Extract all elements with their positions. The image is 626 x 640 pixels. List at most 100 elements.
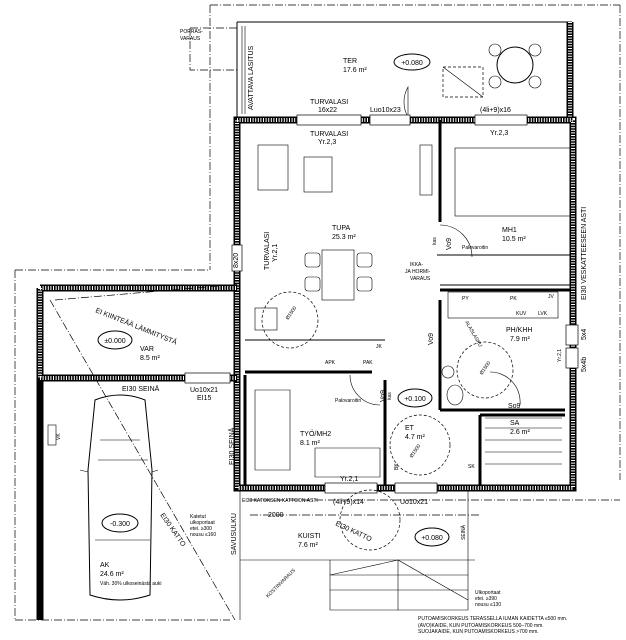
- window-yr-mh1: Yr.2,3: [490, 130, 508, 137]
- porch: [239, 490, 475, 620]
- avattava-label: AVATTAVA LASITUS: [248, 45, 255, 110]
- lvk-label: LVK: [538, 311, 548, 317]
- room-name-sa: SA: [510, 420, 520, 427]
- window-size-mh1: (4li+9)x16: [480, 107, 511, 114]
- apk-label: APK: [325, 360, 336, 366]
- level-ter: +0.080: [401, 60, 423, 67]
- sk-label: SK: [468, 464, 475, 470]
- door-vo9-ph: Vo9: [428, 333, 435, 345]
- fire-ceiling-ak: EI30 KATTO: [158, 512, 186, 548]
- furniture: [254, 144, 571, 478]
- kuv-label: KUV: [516, 311, 527, 317]
- room-area-var: 8.5 m²: [140, 355, 161, 362]
- level-var: ±0.000: [104, 338, 125, 345]
- vk-box: [47, 424, 57, 446]
- smoke-detector-label: Palovaroitin: [462, 245, 488, 251]
- smoke-seal-label: SAVUSULKU: [231, 513, 238, 555]
- roof-outline: [14, 4, 621, 621]
- window-yr-tupa: Yr.2,3: [318, 139, 336, 146]
- room-name-ph: PH/KHH: [506, 327, 532, 334]
- door-ei15: EI15: [197, 395, 212, 402]
- level-ellipse: [393, 53, 431, 71]
- py-label: PY: [462, 296, 469, 302]
- turning-circles: [261, 291, 514, 551]
- room-name-ter: TER: [343, 58, 357, 65]
- room-area-tupa: 25.3 m²: [332, 234, 356, 241]
- door-label: Luo10x23: [370, 107, 401, 114]
- window-5x4b: 5x4b: [581, 357, 588, 372]
- room-name-et: ET: [405, 425, 415, 432]
- circle-label-ph: Ø1500: [479, 360, 493, 376]
- level-et: +0.100: [404, 396, 426, 403]
- door-uo1021: Uo10x21: [190, 387, 218, 394]
- vk-label: VK: [56, 433, 62, 440]
- car: [79, 394, 159, 601]
- room-name-var: VAR: [140, 346, 154, 353]
- fall-height-note: PUTOAMISKORKEUS TERASSELLA ILMAN KAIDETT…: [418, 616, 567, 622]
- chairs: [488, 43, 542, 89]
- room-name-tyo: TYÖ/MH2: [300, 430, 331, 438]
- window-8x20: 8x20: [233, 253, 240, 268]
- interior-walls: [243, 120, 570, 485]
- round-table: [496, 46, 534, 84]
- door-vo9: Vo9: [446, 238, 453, 250]
- room-area-kuisti: 7.6 m²: [298, 542, 319, 549]
- room-area-tyo: 8.1 m²: [300, 440, 321, 447]
- room-name-kuisti: KUISTI: [298, 533, 321, 540]
- room-name-mh1: MH1: [502, 227, 517, 234]
- dimension-2000: 2000: [268, 512, 284, 519]
- window-yr-ph: Yr.2,1: [557, 349, 563, 362]
- circle-label: Ø1500: [285, 305, 299, 321]
- room-area-mh1: 10.5 m²: [502, 236, 526, 243]
- fire-line: [49, 299, 236, 621]
- circle-label-et: Ø1500: [409, 443, 423, 459]
- canopy-fire-label: EI30 KATOKSEN KATTOON ASTI: [242, 498, 318, 504]
- window-label: TURVALASI: [310, 99, 348, 106]
- window-label-tupa: TURVALASI: [310, 131, 348, 138]
- level-ak: -0.300: [110, 521, 130, 528]
- window-size: 16x22: [318, 107, 337, 114]
- reserve-label-3: VARAUS: [410, 276, 431, 282]
- guard-rail-note: SUOJAKAIDE, KUN PUTOAMISKORKEUS >700 mm.: [418, 629, 539, 635]
- ak-note: Väh. 30% ulkoseinästä auki: [100, 581, 161, 587]
- heat-line: [54, 284, 231, 301]
- window-size-tyo: (4li+9)x14: [333, 499, 364, 506]
- fire-wall-var: EI30 SEINÄ: [122, 385, 160, 393]
- room-area-et: 4.7 m²: [405, 434, 426, 441]
- room-area-ak: 24.6 m²: [100, 571, 124, 578]
- room-area-ph: 7.9 m²: [510, 336, 531, 343]
- window-label-side: TURVALASI: [264, 232, 271, 270]
- jv-label: JV: [548, 294, 555, 300]
- fire-ceiling-kuisti: EI30 KATTO: [334, 520, 373, 543]
- terrace: [236, 21, 574, 118]
- stairs-note-1: Katetut: [190, 514, 206, 520]
- smoke-detector-tyo: Palovaroitin: [335, 398, 361, 404]
- outdoor-stairs-2: etei. ≥390: [475, 596, 497, 602]
- stairs-note-3: etei. ≥300: [190, 526, 212, 532]
- door-so9: So9: [508, 403, 521, 410]
- wall-label-kuisti: SEINÄ: [460, 524, 467, 540]
- fire-wall-label: EI30 VESKATTEESEEN ASTI: [581, 207, 588, 300]
- window-yr-tyo: Yr.2,1: [340, 476, 358, 483]
- kas-label-tyo: kas: [387, 392, 393, 400]
- window-5x4: 5x4: [581, 329, 588, 340]
- room-area-sa: 2.6 m²: [510, 429, 531, 436]
- door-main: Uo10x21: [400, 499, 428, 506]
- reserve-label-kostin: KOSTINVARAUS: [265, 567, 297, 599]
- fire-wall-ak: EI30 SEINÄ: [228, 427, 236, 465]
- bk-label: BK: [394, 463, 400, 470]
- kas-label: kas: [432, 237, 438, 245]
- porras-label: PORRAS-: [180, 29, 203, 35]
- stairs-note-4: nousu ≤160: [190, 532, 216, 538]
- window-yr-side: Yr.2,1: [272, 244, 279, 262]
- room-name-tupa: TUPA: [332, 225, 350, 232]
- door-vo9-tyo: Vo9: [380, 390, 387, 402]
- outdoor-stairs-1: Ulkoportaat: [475, 590, 501, 596]
- room-area-ter: 17.6 m²: [343, 67, 367, 74]
- reserve-label-1: IKKA-: [410, 262, 423, 268]
- stairs-note-2: ulkoportaat: [190, 520, 215, 526]
- reserve-label-2: JA HORMI-: [405, 269, 431, 275]
- pk-label: PK: [510, 296, 517, 302]
- alaslasku-label: ALASLASKU: [463, 320, 483, 349]
